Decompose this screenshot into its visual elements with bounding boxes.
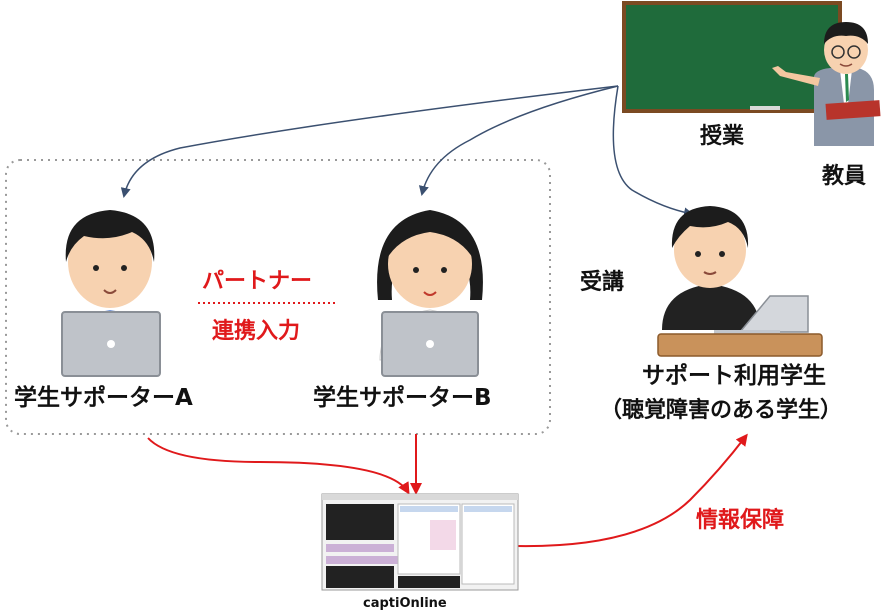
attend-label: 受講 <box>580 264 624 296</box>
support-student-label: サポート利用学生 <box>642 356 826 390</box>
class-label: 授業 <box>700 118 744 150</box>
arrow-class-to-supporter-b <box>422 86 618 194</box>
collaborative-input-label: 連携入力 <box>212 313 300 345</box>
hearing-impaired-label: （聴覚障害のある学生） <box>600 392 842 424</box>
partner-label: パートナー <box>202 263 312 295</box>
teacher-label: 教員 <box>822 158 866 190</box>
supporter-b-label: 学生サポーターB <box>313 378 492 412</box>
supporter-a-illustration <box>62 210 160 376</box>
captionline-screenshot <box>322 494 518 590</box>
app-name-label: captiOnline <box>363 596 447 611</box>
info-guarantee-label: 情報保障 <box>696 502 784 534</box>
supporter-b-illustration <box>377 210 483 376</box>
arrow-class-to-supporter-a <box>124 86 618 196</box>
student-illustration <box>658 206 822 356</box>
supporter-a-label: 学生サポーターA <box>14 378 193 412</box>
arrow-supporter-a-to-app <box>148 438 408 492</box>
blackboard-illustration <box>624 3 840 111</box>
